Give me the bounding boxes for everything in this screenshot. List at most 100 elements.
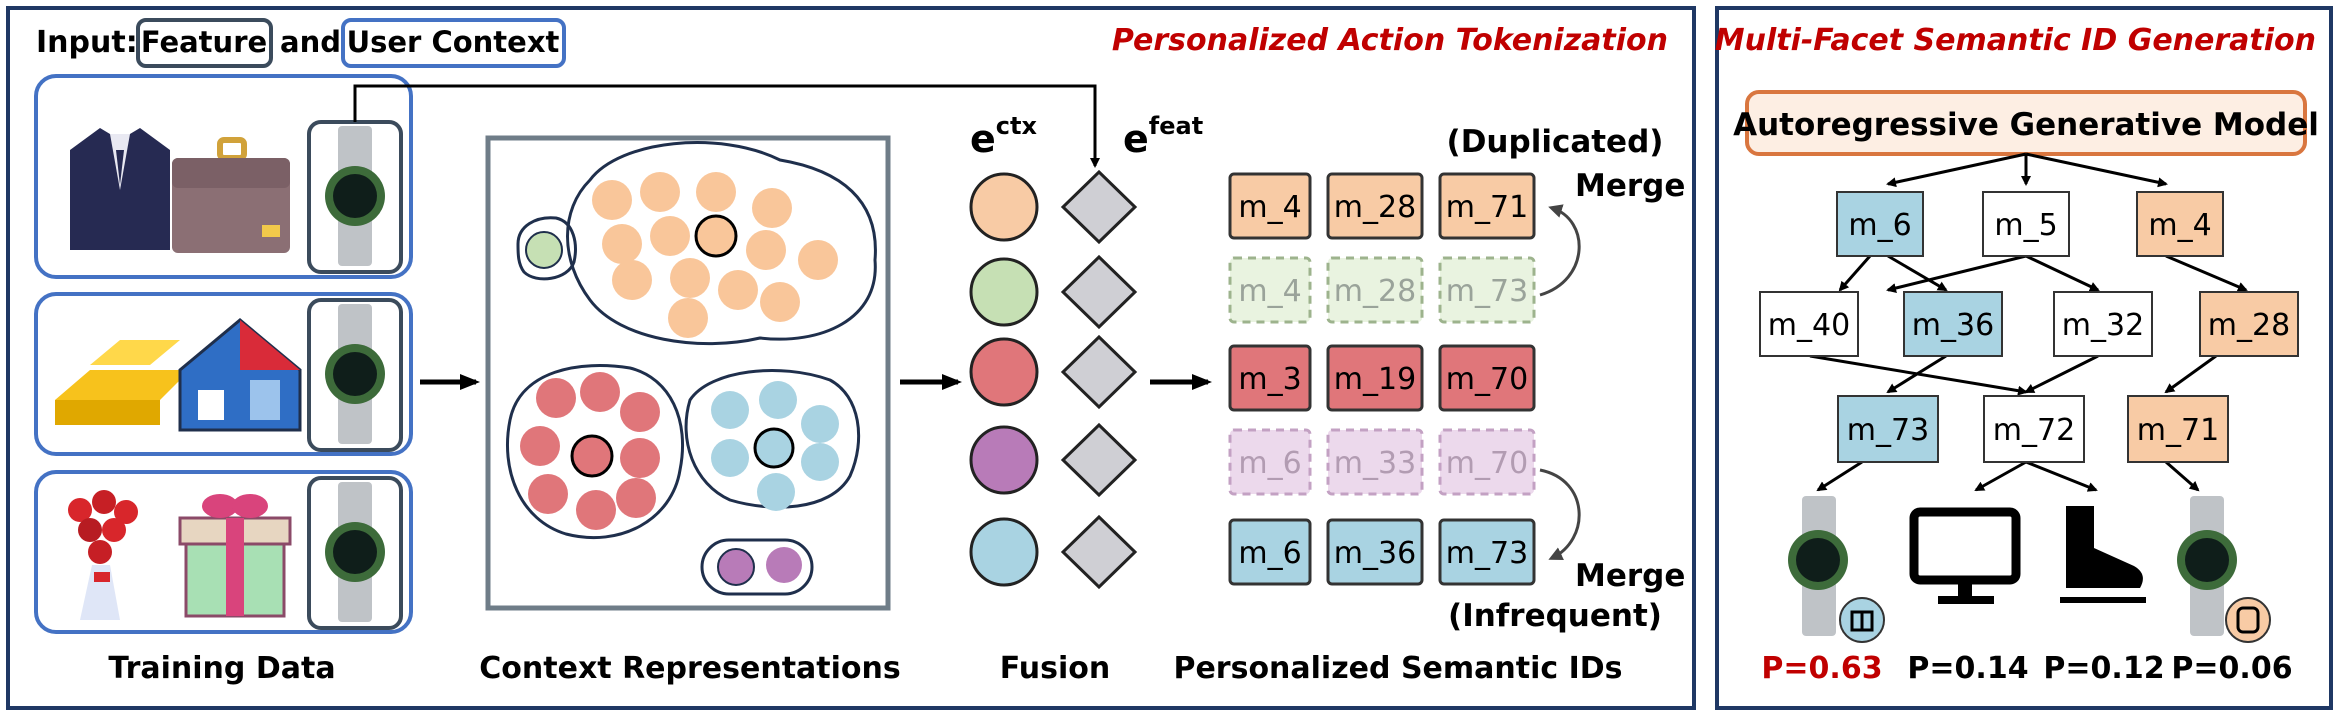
smartwatch-badge-icon bbox=[2225, 597, 2271, 643]
ctx-circle-purple bbox=[969, 425, 1039, 495]
node-m72-box bbox=[1983, 395, 2085, 463]
watch-feature-box-2 bbox=[307, 298, 403, 452]
watch-icon bbox=[325, 482, 385, 622]
house-icon bbox=[178, 318, 302, 432]
semantic-id-token: m_6 bbox=[1238, 536, 1301, 571]
tree-edges bbox=[1809, 152, 2248, 492]
ctx-circle-green bbox=[969, 257, 1039, 327]
semantic-id-token: m_71 bbox=[1446, 190, 1528, 225]
caption-training-data: Training Data bbox=[108, 651, 335, 686]
watch-gift-item bbox=[1788, 496, 1885, 643]
node-m5-box bbox=[1982, 191, 2070, 257]
user-context-legend-label: User Context bbox=[347, 25, 560, 59]
tree-level-3: m_73 m_72 m_71 bbox=[1837, 395, 2229, 463]
watch-feature-box-3 bbox=[307, 476, 403, 630]
semantic-id-cell bbox=[1326, 344, 1424, 412]
semantic-id-cell bbox=[1326, 256, 1424, 324]
training-row-1 bbox=[34, 74, 413, 279]
user-context-legend-box bbox=[341, 18, 566, 68]
duplicated-label: (Duplicated) bbox=[1447, 124, 1664, 160]
semantic-id-cell bbox=[1326, 428, 1424, 496]
semantic-id-cell bbox=[1228, 344, 1312, 412]
semantic-id-token: m_4 bbox=[1238, 190, 1301, 225]
ctx-embedding-label: ectx bbox=[970, 112, 1037, 161]
semantic-id-cell bbox=[1438, 344, 1536, 412]
prob-watch-gift: P=0.63 bbox=[1761, 651, 1882, 686]
node-m28-box bbox=[2199, 291, 2299, 357]
feat-diamond-4 bbox=[1060, 422, 1138, 498]
merge-top-label: Merge bbox=[1575, 168, 1685, 204]
ice-skate-icon bbox=[2060, 506, 2146, 603]
node-m5-label: m_5 bbox=[1994, 208, 2057, 243]
node-m28-label: m_28 bbox=[2208, 308, 2290, 343]
ctx-circle-orange bbox=[969, 172, 1039, 242]
right-panel-frame bbox=[1715, 6, 2333, 710]
feature-legend-box bbox=[136, 18, 273, 68]
merge-bottom-arrow bbox=[1539, 468, 1581, 561]
left-section-title: Personalized Action Tokenization bbox=[1112, 23, 1668, 58]
semantic-id-token: m_73 bbox=[1446, 536, 1528, 571]
semantic-id-token: m_3 bbox=[1238, 362, 1301, 397]
semantic-id-cell bbox=[1438, 172, 1536, 240]
context-cluster-purple bbox=[700, 538, 814, 596]
caption-fusion: Fusion bbox=[1000, 651, 1110, 686]
briefcase-icon bbox=[172, 137, 290, 253]
monitor-icon bbox=[1909, 507, 2021, 604]
node-m32-label: m_32 bbox=[2062, 308, 2144, 343]
node-m32-box bbox=[2053, 291, 2153, 357]
node-m72-label: m_72 bbox=[1993, 413, 2075, 448]
semantic-id-cell bbox=[1228, 172, 1312, 240]
input-prefix: Input: bbox=[36, 25, 138, 60]
caption-personalized-semantic-ids: Personalized Semantic IDs bbox=[1173, 651, 1622, 686]
right-section-title: Multi-Facet Semantic ID Generation bbox=[1715, 23, 2316, 58]
left-panel-frame bbox=[6, 6, 1696, 710]
feat-diamond-1 bbox=[1060, 169, 1138, 245]
semantic-id-cell bbox=[1228, 518, 1312, 586]
node-m36-label: m_36 bbox=[1912, 308, 1994, 343]
context-cluster-red bbox=[506, 364, 685, 540]
context-cluster-orange bbox=[566, 141, 877, 346]
feature-legend-label: Feature bbox=[141, 25, 267, 59]
semantic-id-token: m_36 bbox=[1334, 536, 1416, 571]
merge-bottom-label: Merge bbox=[1575, 558, 1685, 594]
node-m73-label: m_73 bbox=[1847, 413, 1929, 448]
node-m4-box bbox=[2136, 191, 2224, 257]
watch-smart-item bbox=[2177, 496, 2271, 643]
bouquet-icon bbox=[68, 490, 138, 620]
context-box bbox=[485, 135, 891, 611]
node-m71-box bbox=[2127, 395, 2229, 463]
feat-diamond-3 bbox=[1060, 334, 1138, 410]
ctx-circle-red bbox=[969, 337, 1039, 407]
feat-diamond-5 bbox=[1060, 514, 1138, 590]
semantic-id-token: m_70 bbox=[1446, 362, 1528, 397]
context-cluster-green bbox=[516, 216, 577, 281]
semantic-id-token: m_6 bbox=[1238, 446, 1301, 481]
tree-level-1: m_6 m_5 m_4 bbox=[1836, 191, 2224, 257]
infrequent-label: (Infrequent) bbox=[1448, 598, 1662, 634]
tree-level-2: m_40 m_36 m_32 m_28 bbox=[1759, 291, 2299, 357]
semantic-id-cell bbox=[1438, 256, 1536, 324]
semantic-id-token: m_28 bbox=[1334, 274, 1416, 309]
node-m73-box bbox=[1837, 395, 1939, 463]
training-row-2 bbox=[34, 292, 413, 456]
semantic-id-token: m_28 bbox=[1334, 190, 1416, 225]
semantic-id-token: m_33 bbox=[1334, 446, 1416, 481]
semantic-id-cell bbox=[1326, 172, 1424, 240]
training-row-3 bbox=[34, 470, 413, 634]
semantic-id-cell bbox=[1228, 428, 1312, 496]
feat-diamond-2 bbox=[1060, 254, 1138, 330]
fusion-feat-diamonds bbox=[1060, 169, 1138, 590]
semantic-id-token: m_19 bbox=[1334, 362, 1416, 397]
node-m6-label: m_6 bbox=[1848, 208, 1911, 243]
feature-connector bbox=[353, 84, 1100, 168]
watch-icon bbox=[325, 304, 385, 444]
gift-icon bbox=[178, 494, 292, 618]
watch-icon bbox=[325, 126, 385, 266]
node-m36-box bbox=[1903, 291, 2003, 357]
ctx-circle-blue bbox=[969, 517, 1039, 587]
merge-top-arrow bbox=[1539, 204, 1581, 297]
caption-context-representations: Context Representations bbox=[479, 651, 900, 686]
feat-embedding-label: efeat bbox=[1123, 112, 1203, 161]
